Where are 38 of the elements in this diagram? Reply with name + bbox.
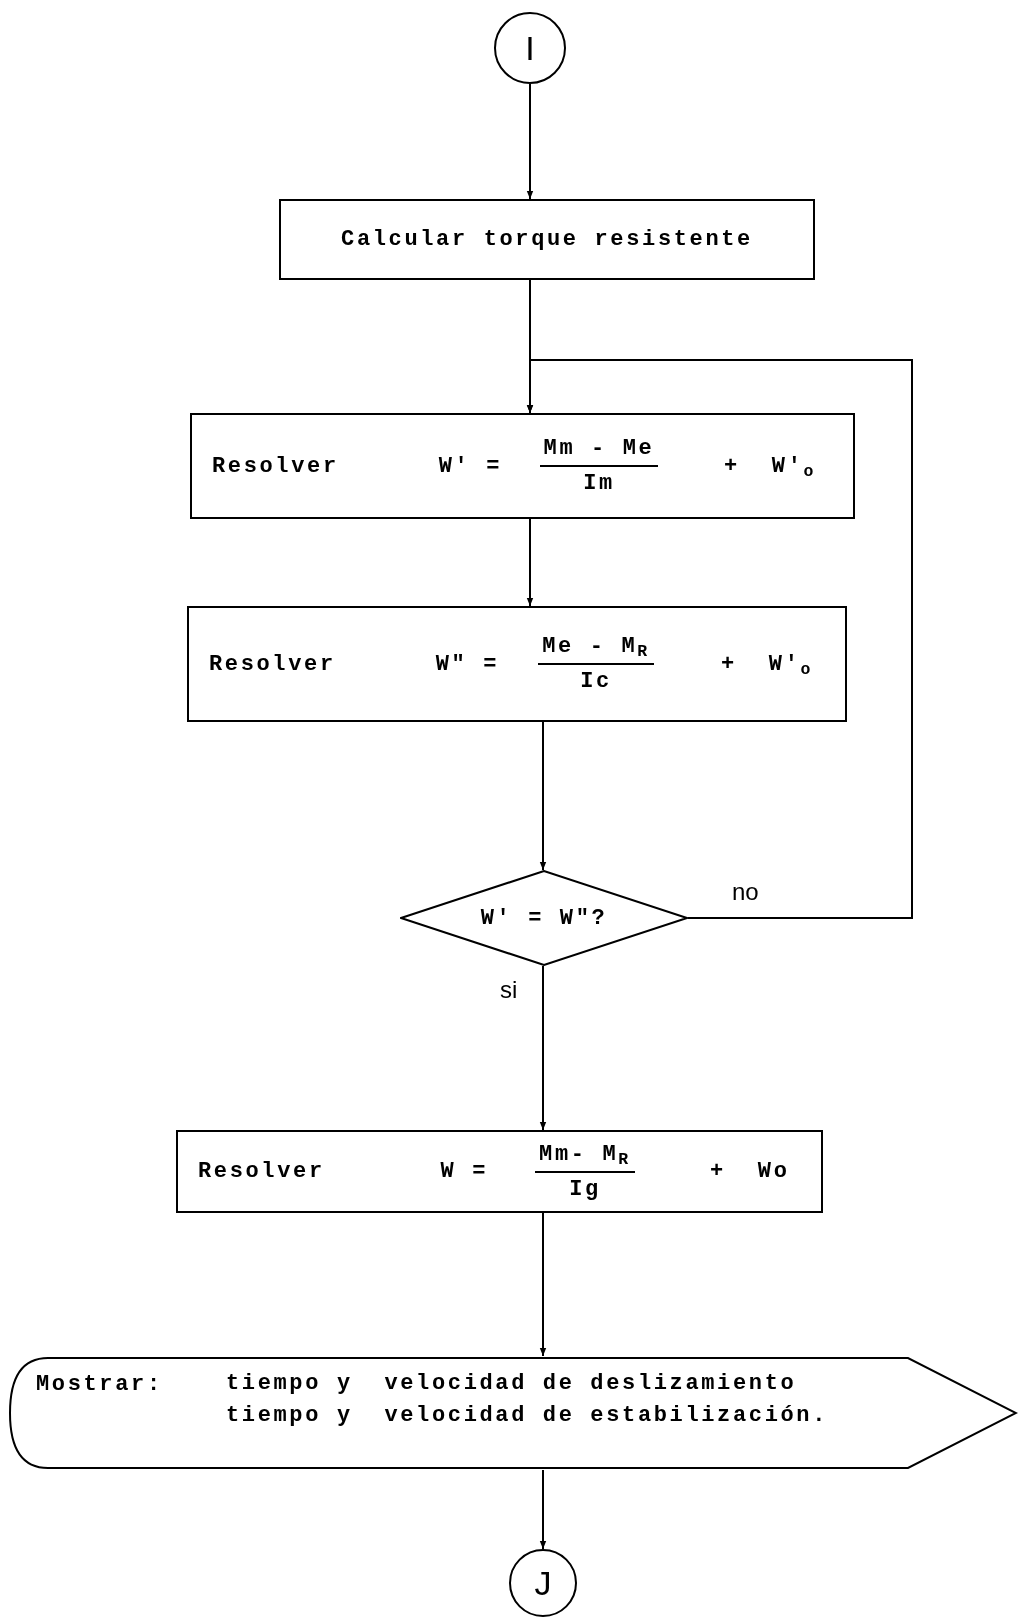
plus-sign: + — [724, 452, 740, 481]
formula-lhs: W' = — [437, 452, 502, 481]
formula-lhs: W" = — [434, 650, 499, 679]
process-box — [176, 1130, 823, 1213]
process-box — [187, 606, 847, 722]
arrow — [526, 83, 534, 200]
decision-text: W' = W"? — [480, 904, 608, 933]
formula-term: W'$_{o}$ — [768, 650, 814, 681]
plus-sign: + — [710, 1158, 726, 1186]
display-text: tiempo y velocidad de deslizamiento — [226, 1370, 798, 1398]
formula-term: W'$_{o}$ — [771, 452, 817, 483]
plus-sign: + — [721, 650, 737, 679]
numerator: Mm- M$_{R}$ — [535, 1137, 635, 1173]
arrow — [526, 518, 534, 607]
process-text: Resolver — [212, 452, 340, 481]
arrow — [539, 721, 547, 871]
arrow — [539, 1469, 547, 1550]
numerator: Me - M$_{R}$ — [538, 630, 654, 665]
display-shape — [8, 1356, 1018, 1470]
arrow — [526, 359, 913, 919]
process-box — [190, 413, 855, 519]
arrow — [539, 1212, 547, 1357]
arrow — [539, 965, 547, 1131]
process-box — [279, 199, 815, 280]
connector-letter: J — [534, 1566, 552, 1600]
connector-letter: I — [525, 31, 535, 65]
denominator: Ig — [569, 1175, 601, 1204]
display-text: Mostrar: — [36, 1371, 164, 1399]
formula-lhs: W = — [439, 1158, 488, 1186]
numerator: Mm - Me — [539, 432, 659, 467]
decision-diamond — [400, 870, 688, 966]
process-text: Calcular torque resistente — [341, 226, 753, 254]
process-text: Resolver — [198, 1158, 326, 1186]
denominator: Im — [583, 470, 615, 498]
formula-term: Wo — [757, 1158, 790, 1186]
process-text: Resolver — [209, 650, 337, 679]
display-text: tiempo y velocidad de estabilización. — [226, 1402, 828, 1430]
denominator: Ic — [580, 668, 612, 696]
